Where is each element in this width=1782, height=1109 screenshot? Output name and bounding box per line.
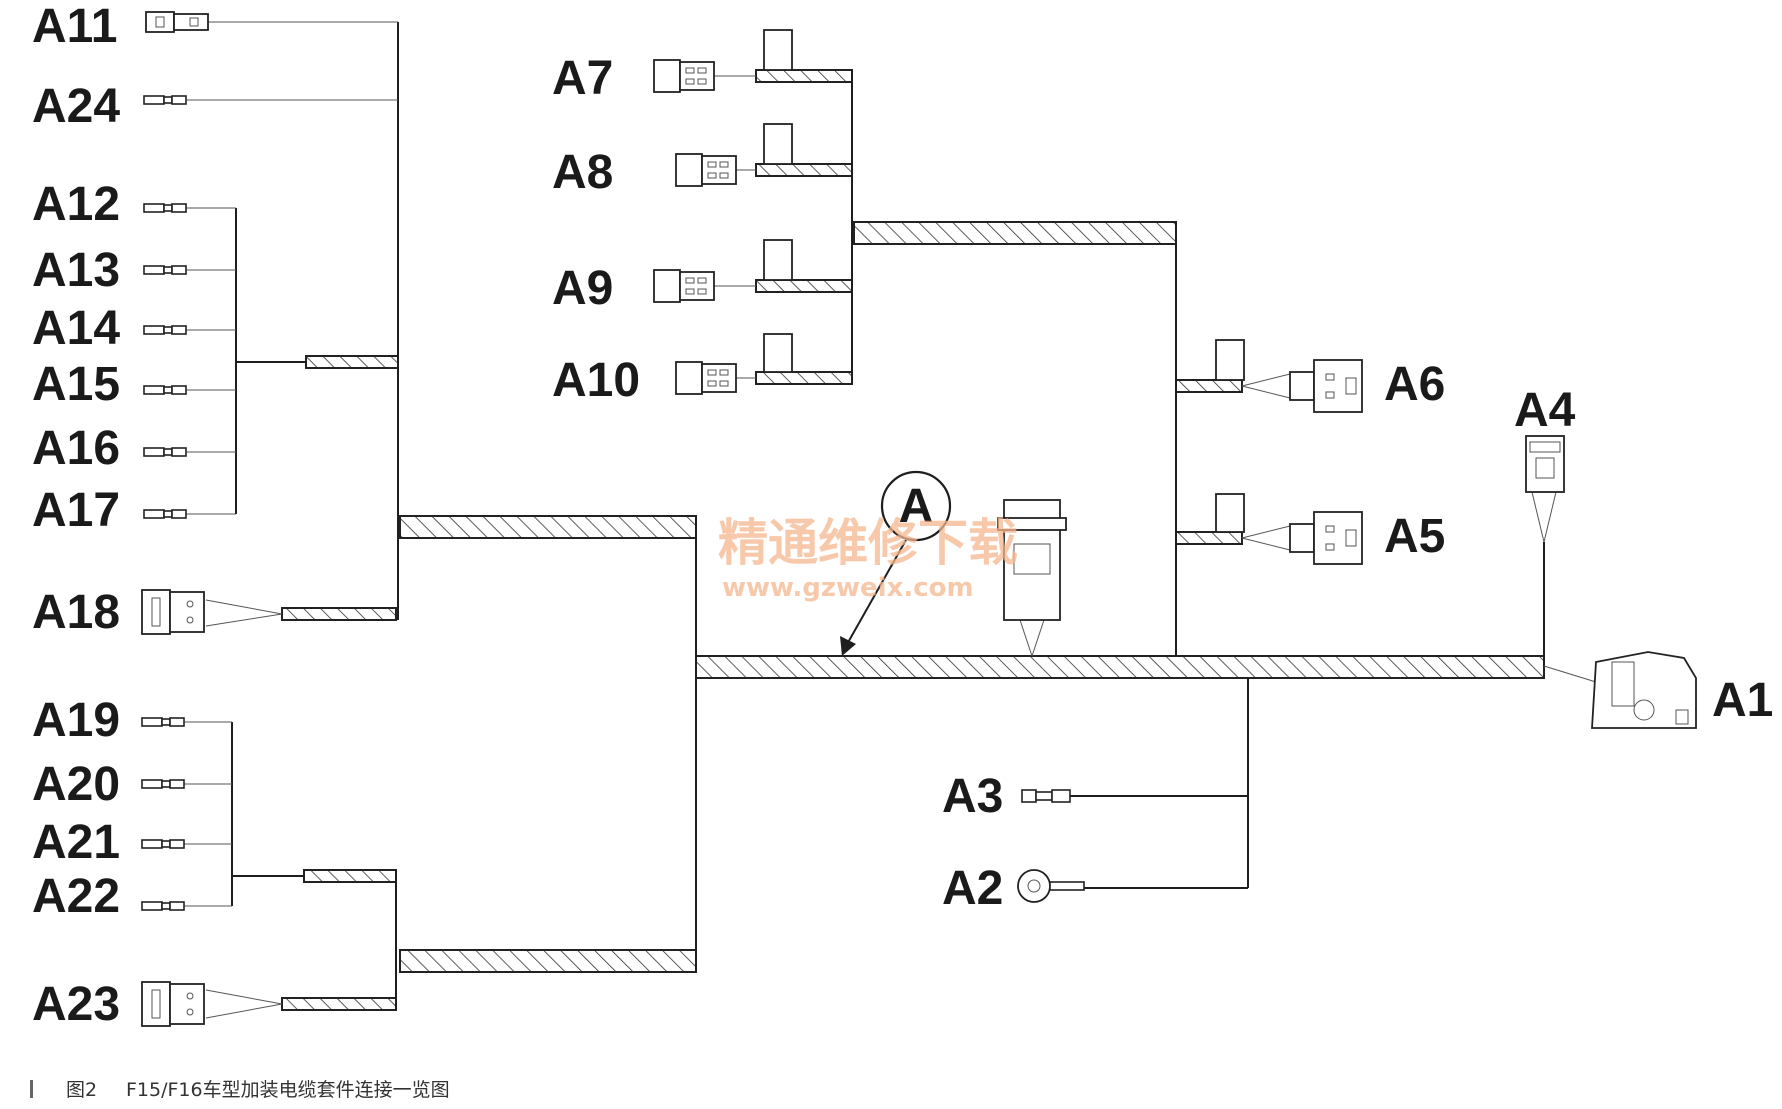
connector-a7-icon: [653, 59, 715, 93]
pin-terminal-a13-icon: [143, 265, 187, 275]
connector-a8-icon: [675, 153, 737, 187]
label-a18: A18: [32, 586, 120, 639]
duct-segment: [1175, 379, 1243, 393]
caption-figure: 图2: [66, 1079, 97, 1101]
duct-segment: [755, 279, 853, 293]
duct-main-trunk: [695, 655, 1545, 679]
label-a5: A5: [1384, 510, 1445, 563]
label-a10: A10: [552, 354, 640, 407]
pin-terminal-a17-icon: [143, 509, 187, 519]
pin-terminal-a15-icon: [143, 385, 187, 395]
duct-segment: [853, 221, 1177, 245]
label-a17: A17: [32, 484, 120, 537]
callout-a-label: A: [899, 480, 934, 533]
duct-segment: [755, 163, 853, 177]
duct-segment: [755, 371, 853, 385]
connector-a5-icon: [1289, 511, 1363, 565]
pin-terminal-a16-icon: [143, 447, 187, 457]
pin-terminal-a12-icon: [143, 203, 187, 213]
label-a2: A2: [942, 862, 1003, 915]
center-connector-icon: [997, 499, 1067, 621]
duct-segment: [399, 949, 697, 973]
label-a20: A20: [32, 758, 120, 811]
connector-a11-icon: [145, 11, 209, 33]
pin-terminal-a19-icon: [141, 717, 185, 727]
duct-segment: [281, 997, 397, 1011]
label-a9: A9: [552, 262, 613, 315]
label-a3: A3: [942, 770, 1003, 823]
label-a22: A22: [32, 870, 120, 923]
label-a1: A1: [1712, 674, 1773, 727]
connector-a10-icon: [675, 361, 737, 395]
watermark-url: www.gzweix.com: [722, 573, 974, 603]
label-a15: A15: [32, 358, 120, 411]
label-a23: A23: [32, 978, 120, 1031]
duct-tabs: [763, 29, 1245, 533]
connector-a6-icon: [1289, 359, 1363, 413]
label-a21: A21: [32, 816, 120, 869]
duct-segment: [399, 515, 697, 539]
connector-a1-icon: [1591, 651, 1697, 729]
duct-segment: [303, 869, 397, 883]
caption-text: F15/F16车型加装电缆套件连接一览图: [126, 1079, 450, 1101]
label-a7: A7: [552, 52, 613, 105]
caption-bar: [30, 1080, 33, 1098]
pin-terminal-a20-icon: [141, 779, 185, 789]
label-a8: A8: [552, 146, 613, 199]
pin-terminal-a22-icon: [141, 901, 185, 911]
pin-terminal-a21-icon: [141, 839, 185, 849]
duct-segment: [281, 607, 397, 621]
label-a6: A6: [1384, 358, 1445, 411]
connector-a4-icon: [1525, 435, 1565, 493]
label-a24: A24: [32, 80, 120, 133]
connector-a3-icon: [1021, 789, 1071, 803]
pin-terminal-a24-icon: [143, 95, 187, 105]
duct-segment: [1175, 531, 1243, 545]
duct-segment: [305, 355, 399, 369]
label-a14: A14: [32, 302, 120, 355]
connector-a23-icon: [141, 981, 205, 1027]
pin-terminal-a14-icon: [143, 325, 187, 335]
label-a12: A12: [32, 178, 120, 231]
ring-terminal-a2-icon: [1017, 869, 1085, 903]
label-a19: A19: [32, 694, 120, 747]
label-a13: A13: [32, 244, 120, 297]
callout-a: A: [840, 470, 952, 656]
duct-segment: [755, 69, 853, 83]
label-a11: A11: [32, 0, 117, 53]
harness-lines: [184, 21, 1597, 1019]
label-a4: A4: [1514, 384, 1576, 437]
connector-a18-icon: [141, 589, 205, 635]
watermark-title: 精通维修下载: [718, 514, 1018, 572]
connector-a9-icon: [653, 269, 715, 303]
label-a16: A16: [32, 422, 120, 475]
